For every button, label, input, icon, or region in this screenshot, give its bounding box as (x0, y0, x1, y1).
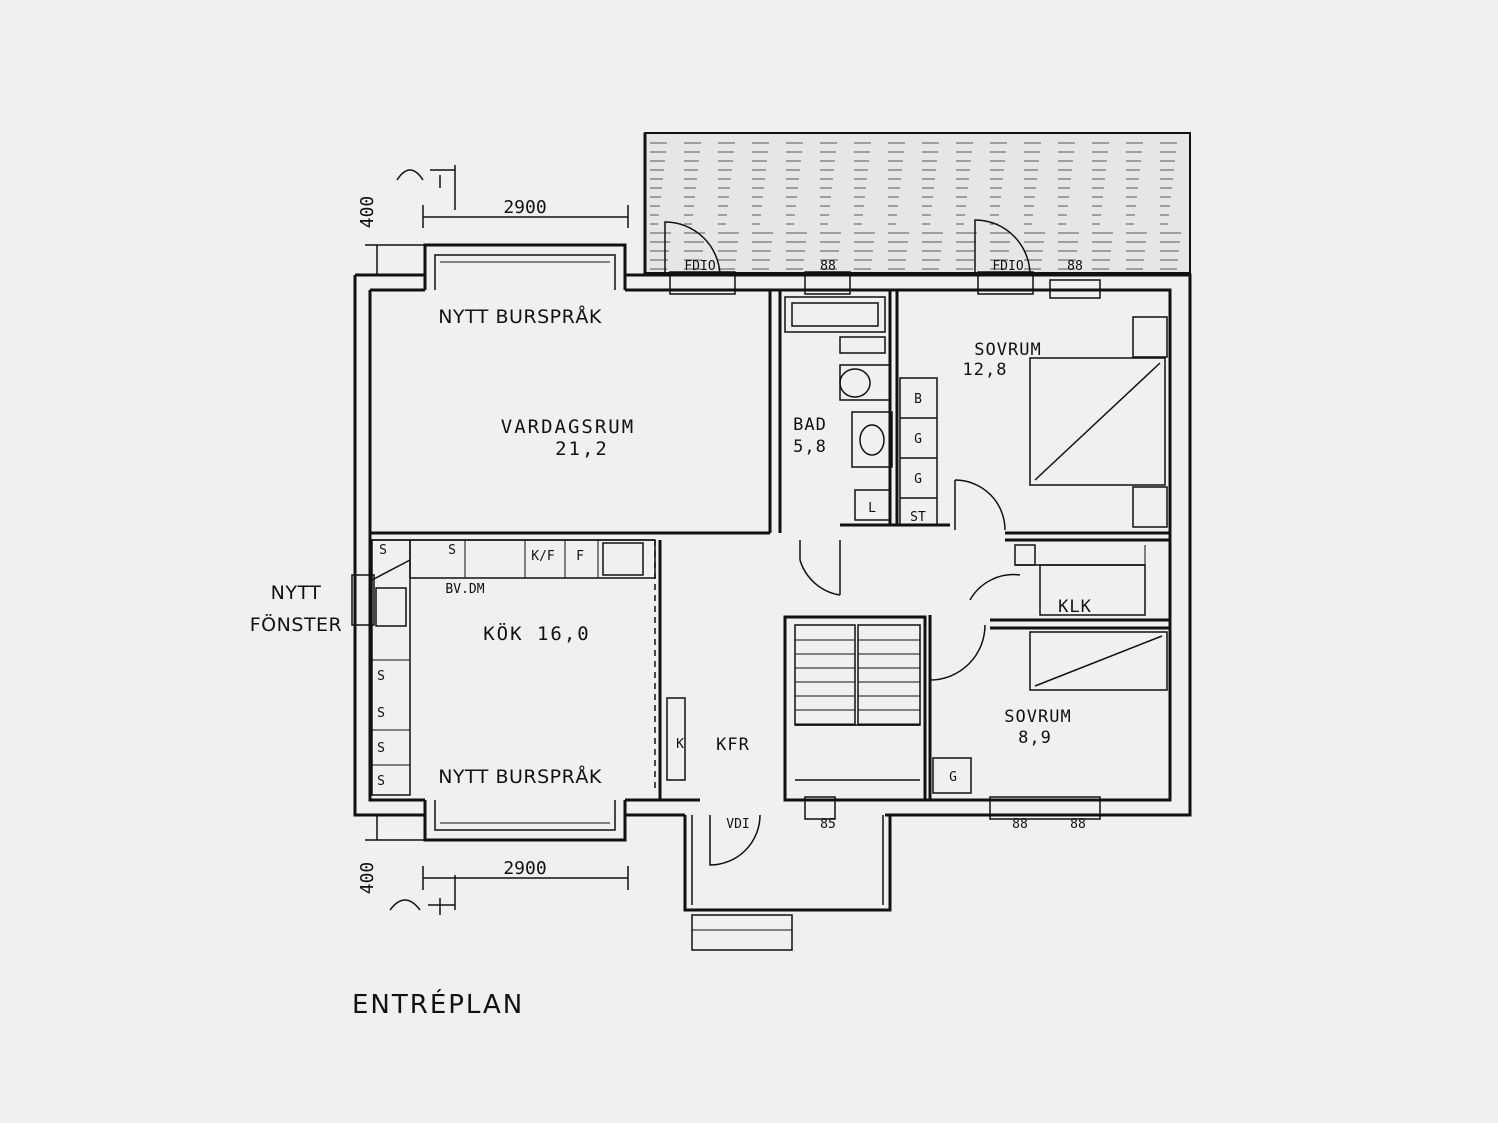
wardrobe-mark-st: ST (910, 510, 926, 525)
bath-label: BAD (793, 415, 827, 435)
bay-width-bottom: 2900 (503, 858, 546, 879)
kitchen-mark-s3: S (377, 669, 385, 684)
interior-walls (370, 290, 1170, 800)
wardrobe-mark-g1: G (914, 432, 922, 447)
window-label-line1: NYTT (271, 582, 322, 604)
staircase (783, 615, 927, 802)
kitchen-mark-s4: S (377, 706, 385, 721)
window-mark-top-1: 88 (820, 259, 836, 274)
terrace-deck (644, 132, 1191, 274)
windows (351, 271, 1101, 820)
vestibule-label: VDI (726, 817, 749, 832)
beds (1029, 316, 1168, 691)
window-mark-top-2: 88 (1067, 259, 1083, 274)
bedroom-1-label: SOVRUM (974, 340, 1041, 360)
bedroom-2-area: 8,9 (1018, 728, 1052, 748)
bath-area: 5,8 (793, 437, 827, 457)
bathroom-fixtures (784, 296, 893, 521)
kitchen-label: KÖK 16,0 (483, 622, 591, 645)
bedroom2-mark-g: G (949, 770, 957, 785)
dimension-lines (365, 205, 629, 890)
doors (664, 219, 1031, 866)
bedroom-1-area: 12,8 (963, 360, 1008, 380)
bay-depth-bottom: 400 (357, 862, 378, 895)
kitchen-mark-f: F (576, 549, 584, 564)
bath-mark-l: L (868, 501, 876, 516)
wardrobe-mark-b: B (914, 392, 922, 407)
kitchen-mark-kf: K/F (531, 549, 555, 564)
section-marker-top (396, 165, 456, 210)
closet-label: KLK (1058, 597, 1092, 617)
wardrobes (899, 377, 938, 526)
hall-mark-k: K (676, 737, 684, 752)
living-room-label: VARDAGSRUM (501, 416, 635, 438)
window-mark-bottom-2: 88 (1070, 817, 1086, 832)
hall-label: KFR (716, 735, 750, 755)
kitchen-mark-s6: S (377, 774, 385, 789)
door-mark-top-2: FDIO (992, 259, 1023, 274)
kitchen-mark-s5: S (377, 741, 385, 756)
kitchen-mark-s1: S (379, 543, 387, 558)
kitchen-mark-bvdm: BV.DM (445, 582, 484, 597)
window-label-line2: FÖNSTER (250, 613, 342, 636)
bay-width-top: 2900 (503, 197, 546, 218)
entrance-porch (683, 815, 892, 951)
door-mark-top-1: FDIO (684, 259, 715, 274)
window-mark-bottom-3: 85 (820, 817, 836, 832)
bay-top-label: NYTT BURSPRÅK (438, 305, 602, 328)
bay-window-top (423, 243, 627, 290)
window-mark-bottom-1: 88 (1012, 817, 1028, 832)
living-room-area: 21,2 (555, 438, 609, 460)
section-marker-bottom (389, 875, 456, 915)
plan-title: ENTRÉPLAN (352, 988, 524, 1020)
bay-bottom-label: NYTT BURSPRÅK (438, 765, 602, 788)
kitchen-counters (371, 539, 972, 796)
bay-window-bottom (423, 800, 627, 842)
closet-shelf (1014, 544, 1146, 616)
bay-depth-top: 400 (357, 196, 378, 229)
bedroom-2-label: SOVRUM (1004, 707, 1071, 727)
kitchen-mark-s2: S (448, 543, 456, 558)
wardrobe-mark-g2: G (914, 472, 922, 487)
